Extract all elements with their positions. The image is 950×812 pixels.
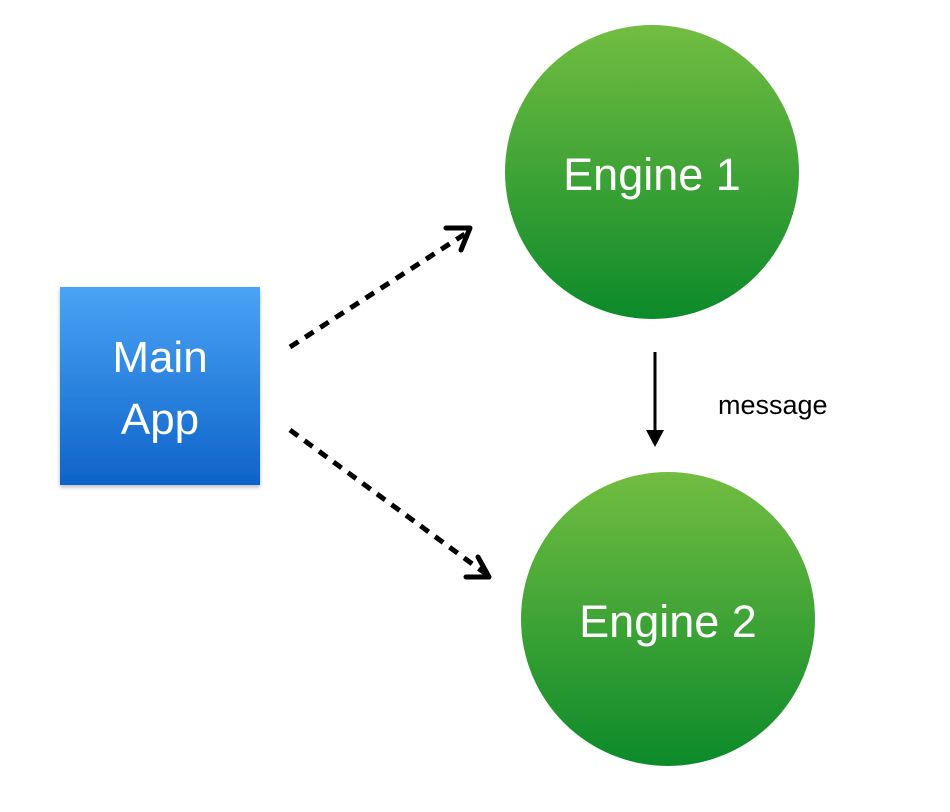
- engine-2-node: Engine 2: [521, 472, 815, 766]
- arrow-main-to-engine-2-head: [463, 554, 492, 580]
- engine-1-node: Engine 1: [505, 25, 799, 319]
- engine-2-label: Engine 2: [579, 596, 757, 647]
- message-label: message: [718, 390, 828, 420]
- arrow-main-to-engine-1-line: [288, 229, 470, 350]
- engine-1-circle: [505, 25, 799, 319]
- main-app-label-line1: Main: [112, 333, 207, 382]
- main-app-node: Main App: [60, 287, 260, 485]
- arrow-engine-1-to-engine-2: message: [646, 352, 828, 447]
- arrow-main-to-engine-2: [288, 427, 492, 580]
- main-app-label-line2: App: [121, 395, 199, 444]
- arrow-message-head: [646, 430, 664, 447]
- main-app-box: [60, 287, 260, 485]
- arrow-main-to-engine-1-head: [443, 225, 473, 253]
- arrow-main-to-engine-2-line: [288, 427, 488, 577]
- arrow-main-to-engine-1: [288, 225, 473, 350]
- engine-2-circle: [521, 472, 815, 766]
- engine-1-label: Engine 1: [563, 149, 741, 200]
